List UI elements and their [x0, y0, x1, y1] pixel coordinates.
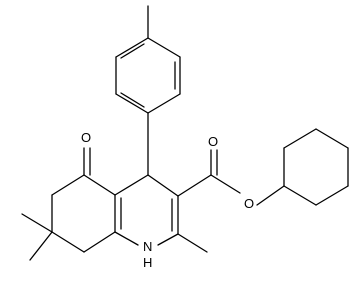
nitrogen-h-label: H — [143, 255, 152, 270]
cyclohexyl-ring — [283, 128, 349, 206]
nitrogen-label: N — [143, 239, 152, 254]
gem-dimethyl — [21, 213, 53, 261]
bond-methyl-c2 — [177, 233, 208, 253]
ester-group — [177, 149, 285, 206]
oxygen-ketone-label: O — [81, 130, 91, 145]
oxygen-carbonyl-label: O — [208, 134, 218, 149]
oxygen-ester-label: O — [244, 196, 254, 211]
cyclohexenone-ring — [51, 147, 116, 253]
dihydropyridine-ring — [114, 174, 179, 246]
tolyl-ring — [115, 37, 181, 114]
